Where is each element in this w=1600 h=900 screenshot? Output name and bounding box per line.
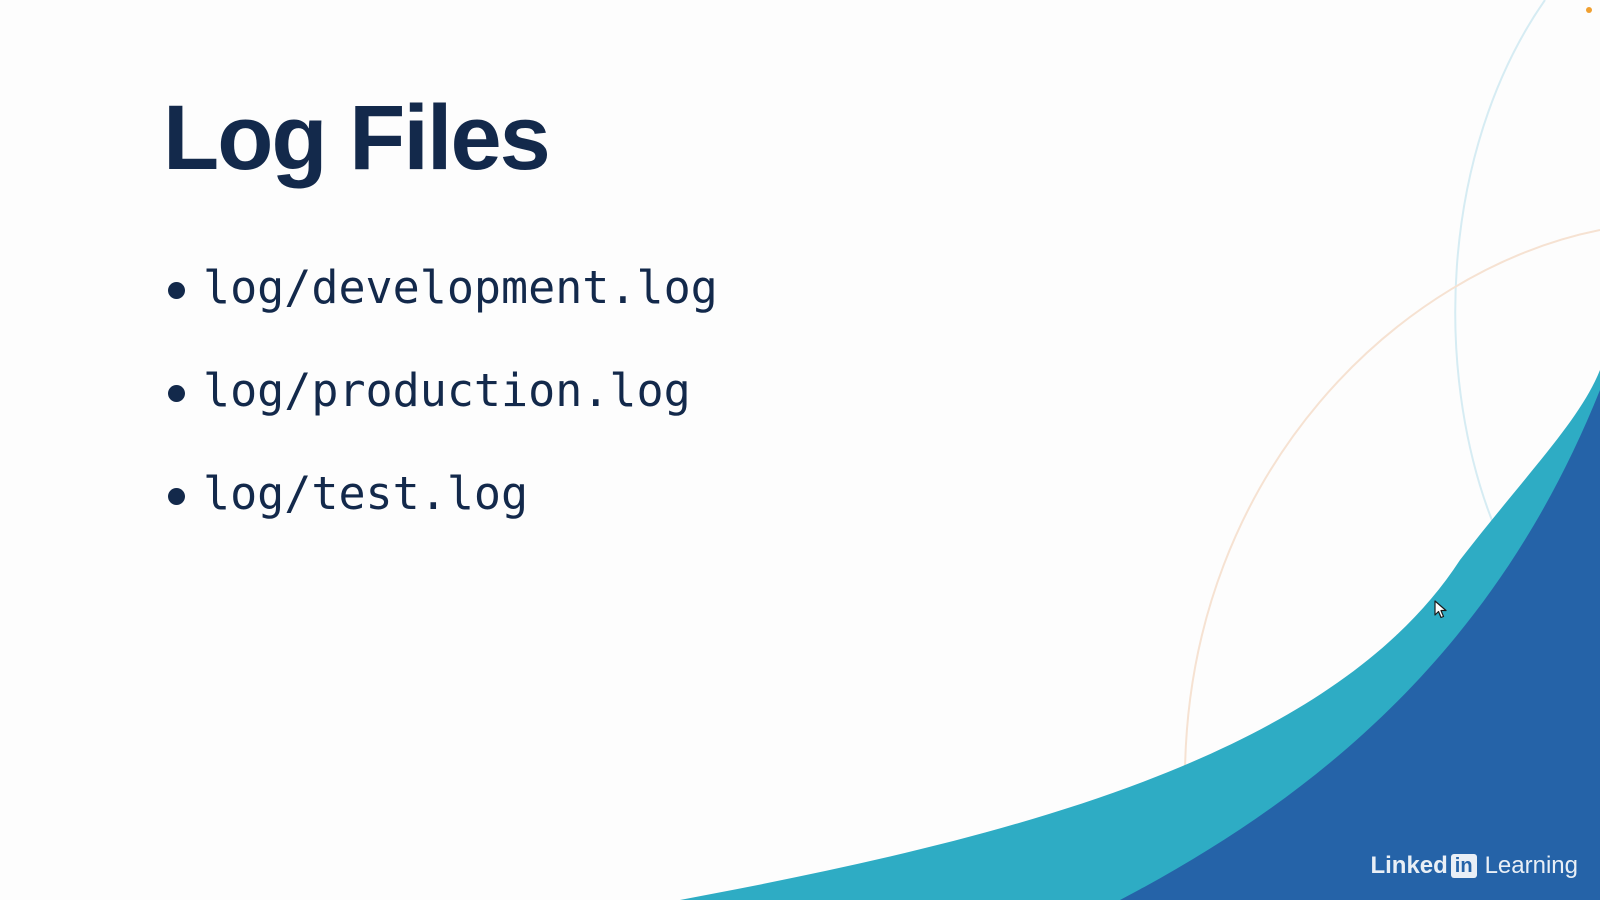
list-item-text: log/production.log [203,364,691,417]
mouse-pointer-icon [1434,600,1447,619]
faint-peach-arc [1184,229,1600,771]
linkedin-learning-logo: Linked in Learning [1370,852,1578,880]
list-item-text: log/test.log [203,467,529,520]
blue-wave-shape [1120,390,1600,900]
bullet-dot-icon [168,282,185,299]
slide-title: Log Files [163,87,551,189]
logo-linked-text: Linked [1370,852,1448,879]
logo-in-badge: in [1450,854,1477,878]
list-item: log/production.log [168,339,718,442]
bullet-dot-icon [168,488,185,505]
logo-learning-text: Learning [1484,852,1578,879]
list-item: log/development.log [168,236,718,339]
bullet-dot-icon [168,385,185,402]
log-file-list: log/development.log log/production.log l… [168,236,718,545]
recording-indicator-dot [1586,7,1592,13]
faint-blue-arc [1454,0,1546,541]
list-item: log/test.log [168,442,718,545]
list-item-text: log/development.log [203,261,718,314]
